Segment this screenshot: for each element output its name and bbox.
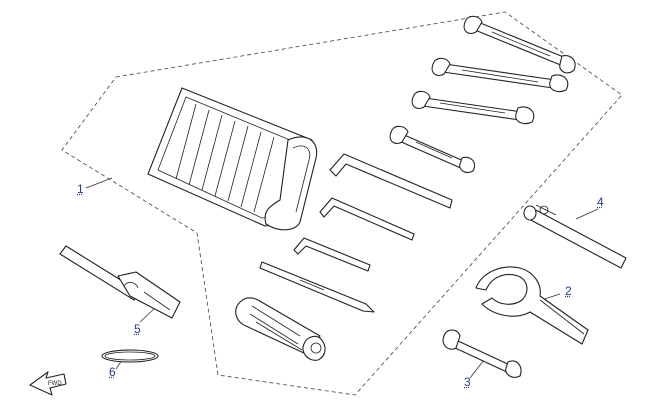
callout-5[interactable]: 5 <box>134 322 141 336</box>
double-open-end-wrench-1 <box>463 15 576 74</box>
double-open-end-wrench-3 <box>411 90 535 125</box>
screwdriver-shaft <box>259 261 375 313</box>
hex-key-medium <box>319 197 415 241</box>
callout-3[interactable]: 3 <box>464 375 471 389</box>
o-ring <box>101 349 159 363</box>
svg-text:FWD: FWD <box>48 381 62 387</box>
callout-1[interactable]: 1 <box>77 182 84 196</box>
extension-tool <box>59 245 181 319</box>
front-direction-arrow-icon: FWD <box>29 371 67 396</box>
hook-spanner-wrench <box>475 266 589 345</box>
callout-2[interactable]: 2 <box>565 284 572 298</box>
callout-6[interactable]: 6 <box>109 365 116 379</box>
tube-wrench <box>523 204 627 269</box>
hex-key-small <box>293 237 371 272</box>
double-open-end-wrench-4 <box>389 125 476 173</box>
screwdriver-handle <box>235 297 326 361</box>
tool-kit-boundary <box>61 11 623 396</box>
tool-roll-pouch <box>147 87 318 231</box>
hex-key-large <box>329 153 453 209</box>
callout-4[interactable]: 4 <box>597 195 604 209</box>
double-open-end-wrench-2 <box>431 57 569 93</box>
small-double-wrench <box>442 329 522 378</box>
